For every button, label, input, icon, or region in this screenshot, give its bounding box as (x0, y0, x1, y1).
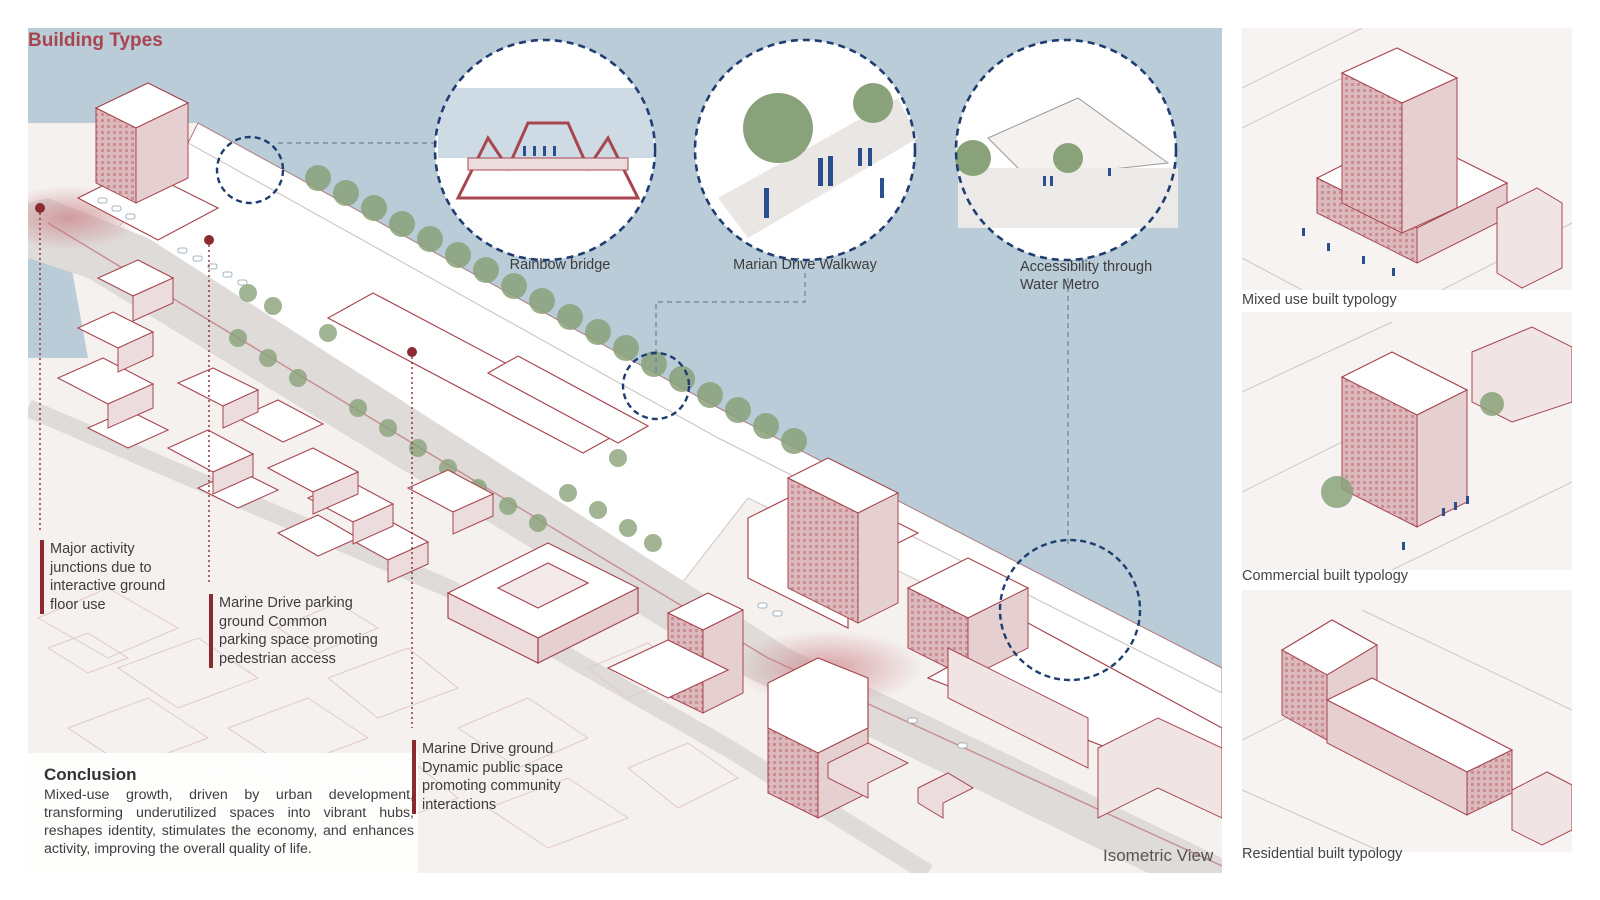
low-rise-buildings (56, 259, 495, 583)
tower-center-right (747, 457, 920, 629)
callout-marine-drive-ground: Marine Drive ground Dynamic public space… (412, 740, 563, 814)
inset-label-water-metro-line1: Accessibility through (1020, 259, 1153, 275)
inset-label-walkway: Marian Drive Walkway (733, 257, 877, 273)
commercial-drawing (1242, 321, 1572, 570)
callout-line: Marine Drive ground (422, 741, 554, 757)
callout-line: parking space promoting (219, 632, 378, 648)
callout-line: Dynamic public space (422, 759, 564, 776)
isometric-view-panel (28, 28, 1222, 873)
parked-cars (97, 197, 968, 749)
inset-water-metro (954, 38, 1178, 262)
typology-panel-residential (1242, 590, 1572, 852)
callout-line: floor use (50, 596, 106, 613)
promenade-tree-row (305, 165, 807, 454)
small-blocks (827, 742, 975, 819)
callout-line: ground Common (219, 613, 327, 630)
typology-caption-commercial: Commercial built typology (1242, 568, 1409, 584)
callout-parking-ground: Marine Drive parking ground Common parki… (209, 594, 378, 668)
callout-line: Marine Drive parking (219, 595, 353, 611)
conclusion-backdrop (28, 753, 418, 873)
callout-line: interactive ground (50, 578, 166, 594)
conclusion-body: Mixed-use growth, driven by urban develo… (44, 787, 414, 857)
inset-label-rainbow-bridge: Rainbow bridge (509, 257, 611, 273)
typology-panel-commercial (1242, 312, 1572, 570)
callout-line: junctions due to (50, 559, 152, 576)
courtyard-complex (446, 542, 730, 699)
inset-connector-lines (278, 142, 1069, 548)
inset-rainbow-bridge (433, 38, 657, 262)
callout-line: pedestrian access (219, 650, 336, 667)
typology-caption-residential: Residential built typology (1242, 846, 1403, 862)
plan-highlight-circles (215, 135, 1142, 682)
mixed-use-drawing (1242, 28, 1572, 290)
callout-activity-junctions: Major activity junctions due to interact… (40, 540, 165, 614)
isometric-view-label: Isometric View (1103, 846, 1214, 865)
callout-pins (35, 203, 417, 728)
curved-building (767, 657, 869, 819)
callout-line: promoting community (422, 778, 561, 794)
callout-line: Major activity (50, 541, 135, 557)
residential-drawing (1242, 609, 1572, 852)
typology-caption-mixed-use: Mixed use built typology (1242, 292, 1397, 308)
inset-walkway (693, 38, 918, 262)
tower-top-left (76, 82, 220, 241)
callout-line: interactions (422, 796, 497, 813)
conclusion-heading: Conclusion (44, 765, 137, 784)
main-road (28, 198, 1222, 873)
heritage-row (906, 557, 1222, 819)
inset-label-water-metro: Accessibility through Water Metro (1020, 258, 1190, 294)
inset-label-water-metro-line2: Water Metro (1020, 277, 1100, 293)
page-title: Building Types (28, 30, 163, 51)
typology-panel-mixed-use (1242, 28, 1572, 290)
isometric-site-drawing (28, 28, 1222, 873)
